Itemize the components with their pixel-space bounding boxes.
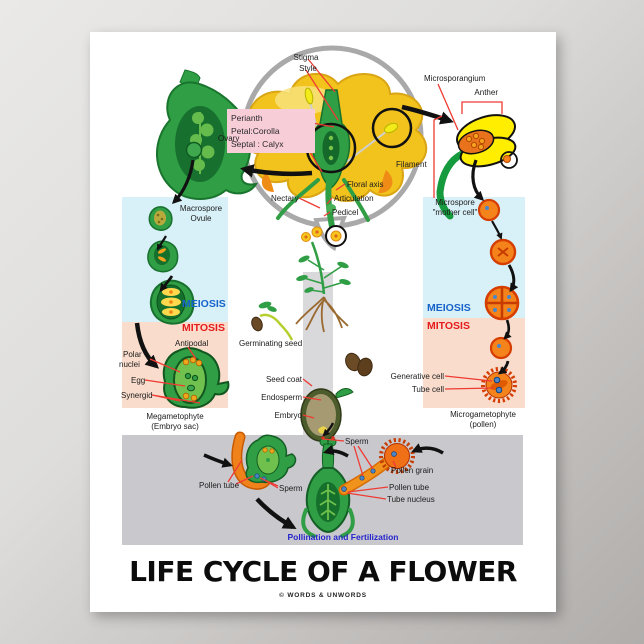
pollen-grain-illustration: [481, 367, 517, 403]
egg-label: Egg: [131, 376, 146, 385]
antipodal-label: Antipodal: [175, 339, 209, 348]
megaspore-stage-2: [147, 240, 179, 273]
mitosis-right-label: MITOSIS: [427, 320, 470, 332]
microsporangium-label: Microsporangium: [424, 74, 486, 83]
anther-label: Anther: [474, 88, 498, 97]
microspore-label: Microspore: [435, 198, 475, 207]
flow-arrows: [134, 104, 519, 529]
microspore-stage-1: [477, 198, 501, 222]
megagametophyte-label: Megametophyte: [146, 412, 204, 421]
embryo-label: Embryo: [274, 411, 302, 420]
nuclei-label: nuclei: [119, 360, 140, 369]
microspore-stage-2: [489, 238, 517, 266]
megaspore-stage-1: [148, 206, 173, 231]
fertilization-right-illustration: [338, 438, 415, 496]
mother-cell-label: "mother cell": [432, 208, 478, 217]
style-label: Style: [299, 64, 317, 73]
flowering-plant-illustration: [295, 225, 351, 333]
embryo-sac-illustration: [162, 347, 230, 409]
macrospore-label: Macrospore: [179, 204, 223, 213]
seeds-illustration: [345, 352, 373, 377]
septal-calyx-label: Septal : Calyx: [231, 138, 284, 149]
mitosis-left-label: MITOSIS: [182, 322, 225, 334]
sperm-left-label: Sperm: [279, 484, 303, 493]
generative-cell-label: Generative cell: [390, 372, 444, 381]
pollen-tube-right-label: Pollen tube: [389, 483, 430, 492]
germinating-seed-label: Germinating seed: [239, 339, 303, 348]
pollen-tube-left-label: Pollen tube: [199, 481, 240, 490]
diagram-artwork: [134, 45, 520, 538]
poster-title: LIFE CYCLE OF A FLOWER: [129, 555, 517, 588]
petal-corolla-label: Petal:Corolla: [231, 125, 280, 136]
pedicel-label: Pedicel: [332, 208, 359, 217]
pollination-fertilization-caption: Pollination and Fertilization: [287, 532, 399, 542]
microgametophyte-label: Microgametophyte: [450, 410, 516, 419]
filament-label: Filament: [396, 160, 427, 169]
nectary-label: Nectary: [271, 194, 299, 203]
pollen-label: (pollen): [469, 420, 497, 429]
ovule-label: Ovule: [190, 214, 212, 223]
life-cycle-poster: Perianth Petal:Corolla Septal : Calyx St…: [90, 32, 556, 612]
tube-nucleus-label: Tube nucleus: [387, 495, 435, 504]
anther-highlight-ring: [371, 107, 413, 149]
perianth-label: Perianth: [231, 113, 263, 123]
seed-coat-label: Seed coat: [265, 375, 302, 384]
endosperm-label: Endosperm: [261, 393, 302, 402]
copyright-credit: © WORDS & UNWORDS: [279, 592, 367, 599]
tube-cell-label: Tube cell: [411, 385, 444, 394]
flower-illustration: [222, 72, 428, 235]
featured-ovule: [185, 141, 203, 159]
meiosis-right-label: MEIOSIS: [427, 302, 471, 314]
polar-label: Polar: [123, 350, 142, 359]
germinating-seedling-illustration: [251, 301, 294, 341]
perianth-label-box: Perianth Petal:Corolla Septal : Calyx: [227, 109, 315, 154]
stigma-label: Stigma: [293, 53, 319, 62]
anther-illustration: [436, 114, 518, 220]
fertilization-left-illustration: [231, 431, 297, 490]
meiosis-left-label: MEIOSIS: [182, 298, 226, 310]
leader-lines: [144, 58, 503, 500]
articulation-label: Articulation: [334, 194, 374, 203]
microspore-mitosis-cell: [489, 336, 513, 360]
sperm-right-label: Sperm: [345, 437, 369, 446]
embryo-sac-label: (Embryo sac): [151, 422, 199, 431]
synergid-label: Synergid: [121, 391, 153, 400]
floral-axis-label: Floral axis: [347, 180, 384, 189]
pollen-grain-label: Pollen grain: [391, 466, 434, 475]
ovary-label: Ovary: [218, 134, 240, 143]
microspore-stage-4cells: [484, 285, 520, 321]
